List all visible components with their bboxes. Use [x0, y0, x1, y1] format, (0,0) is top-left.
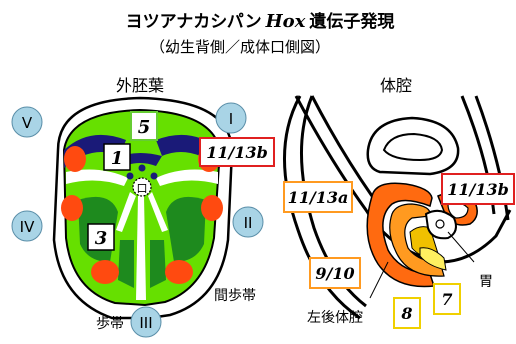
title-suffix: 遺伝子発現 — [309, 11, 394, 32]
left-posterior-coelom-label: 左後体腔 — [307, 310, 363, 326]
dark-green-patch-right — [166, 196, 206, 262]
label-1: 1 — [111, 148, 124, 169]
ectoderm-outline — [52, 96, 234, 320]
title-prefix: ヨツアナカシパン — [126, 12, 262, 32]
label-box-8 — [393, 297, 421, 329]
white-stripe-left — [66, 169, 128, 186]
label-8: 8 — [400, 304, 412, 323]
label-box-11-13a — [283, 181, 353, 213]
ambulacrum-label: 歩帯 — [96, 316, 124, 332]
body-contour-outer-left — [283, 95, 361, 320]
label-11-13b-left: 11/13b — [206, 143, 268, 162]
roman-I: I — [229, 110, 233, 128]
coelom-9-10 — [389, 203, 445, 277]
label-9-10: 9/10 — [315, 264, 354, 283]
roman-II: II — [244, 214, 253, 232]
label-box-9-10 — [309, 257, 361, 289]
orange-spot-mid-right — [201, 195, 223, 221]
stomach-shape — [424, 209, 457, 240]
dark-green-patch-bottom-left — [118, 240, 134, 288]
gut-upper-loop-inner — [382, 132, 444, 162]
ambulacrum-marker-II: II — [232, 206, 264, 238]
white-stripe-bottom — [136, 196, 146, 300]
dot-left — [126, 172, 134, 180]
label-box-1 — [103, 143, 131, 171]
dot-right — [150, 172, 158, 180]
posterior-coelom-pointer — [369, 261, 389, 299]
stomach-inner-circle — [435, 219, 445, 229]
body-contour-right-outer — [474, 95, 510, 221]
white-stripe-low-right — [148, 192, 168, 232]
orange-spot-low-right — [165, 260, 193, 284]
ambulacrum-marker-I: I — [215, 102, 247, 134]
title-gene: Hox — [265, 11, 306, 32]
orange-spot-mid-left — [61, 195, 83, 221]
label-box-11-13b-right — [441, 173, 515, 205]
label-box-5 — [130, 111, 158, 141]
stomach-pointer — [447, 231, 475, 263]
ambulacrum-marker-V: V — [11, 106, 43, 138]
coelom-11-13a — [366, 182, 436, 288]
roman-IV: IV — [20, 218, 35, 236]
body-outer-contour-right — [294, 95, 512, 264]
roman-V: V — [22, 114, 33, 132]
white-stripe-right — [156, 169, 218, 186]
orange-spot-low-left — [91, 260, 119, 284]
orange-spot-upper-left — [64, 146, 86, 172]
label-box-7 — [433, 283, 461, 315]
stomach-label: 胃 — [479, 274, 493, 290]
ambulacrum-marker-III: III — [130, 306, 162, 338]
label-box-11-13b-left — [199, 137, 275, 167]
body-inner-contour-left — [310, 95, 374, 197]
figure-subtitle: （幼生背側／成体口側図） — [150, 38, 330, 56]
mouth-circle — [132, 177, 152, 197]
white-stripe-low-left — [116, 192, 136, 232]
label-3: 3 — [95, 228, 108, 249]
dot-top — [138, 164, 146, 172]
ectoderm-heading: 外胚葉 — [116, 76, 164, 95]
label-7: 7 — [441, 290, 452, 309]
label-box-3 — [87, 223, 115, 251]
mouth-label: 口 — [137, 182, 148, 195]
interambulacrum-label: 間歩帯 — [214, 288, 256, 304]
roman-III: III — [139, 314, 152, 332]
coelom-7 — [419, 247, 447, 271]
label-11-13a: 11/13a — [288, 188, 349, 207]
navy-band-left — [64, 134, 126, 168]
label-11-13b-right: 11/13b — [447, 180, 509, 199]
dark-green-patch-bottom-right — [150, 240, 166, 288]
ambulacrum-marker-IV: IV — [11, 210, 43, 242]
coelom-heading: 体腔 — [380, 76, 412, 95]
label-5: 5 — [138, 117, 151, 138]
